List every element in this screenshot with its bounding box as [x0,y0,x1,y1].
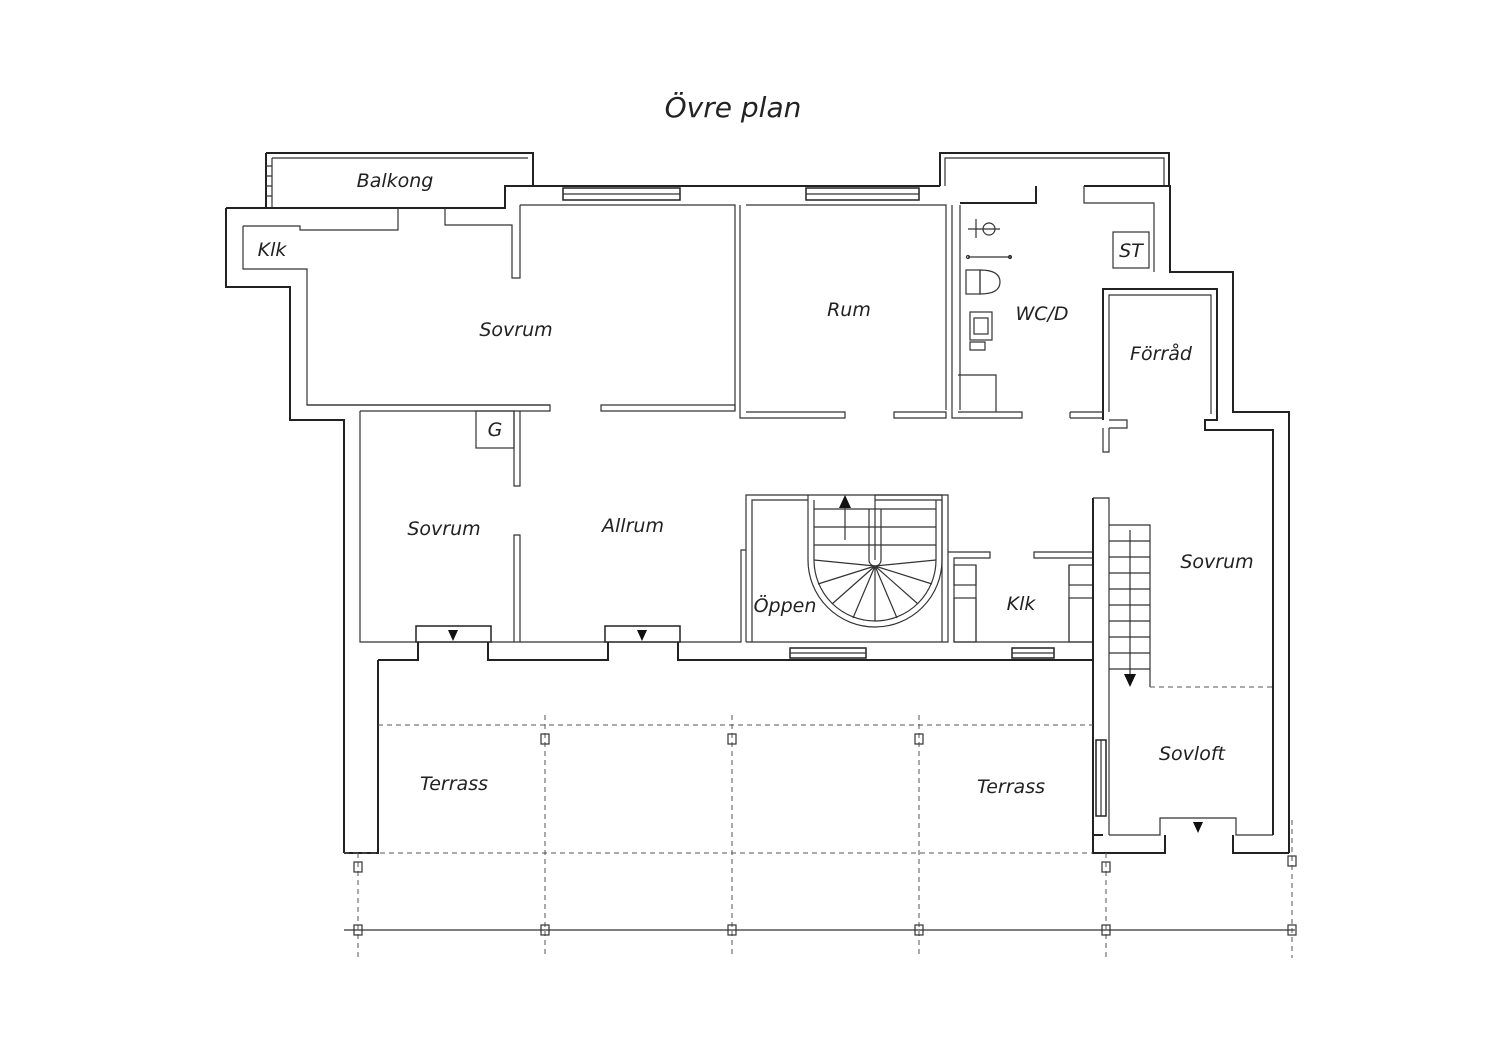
room-label-sovrum-left: Sovrum [407,518,480,540]
room-label-sovrum-right: Sovrum [1180,551,1253,573]
room-labels: Balkong Klk Sovrum Rum WC/D ST Förråd G … [258,170,1254,798]
plan-title: Övre plan [665,90,802,124]
room-label-terrass-left: Terrass [420,773,488,795]
windows-middle [415,625,1107,817]
top-row-walls [307,205,1274,835]
sovloft-walls [1092,817,1289,854]
room-label-g: G [488,419,503,441]
loft-stair [1109,524,1273,688]
room-label-terrass-right: Terrass [977,776,1045,798]
room-label-sovrum-top: Sovrum [479,319,552,341]
room-label-balkong: Balkong [357,170,434,192]
door-arrows [448,630,1203,833]
room-label-klk-mid: Klk [1007,593,1037,615]
room-label-oppen: Öppen [754,594,817,617]
bathroom-fixtures [965,219,1013,351]
room-label-st: ST [1119,240,1144,262]
room-label-klk-left: Klk [258,239,288,261]
room-label-forrad: Förråd [1130,342,1193,365]
terrace-grid [344,715,1297,958]
room-label-rum: Rum [827,299,871,321]
room-label-sovloft: Sovloft [1159,743,1227,765]
windows-top [562,187,920,201]
room-label-allrum: Allrum [600,515,664,537]
spiral-staircase [807,494,943,628]
room-label-wc-d: WC/D [1015,303,1068,325]
